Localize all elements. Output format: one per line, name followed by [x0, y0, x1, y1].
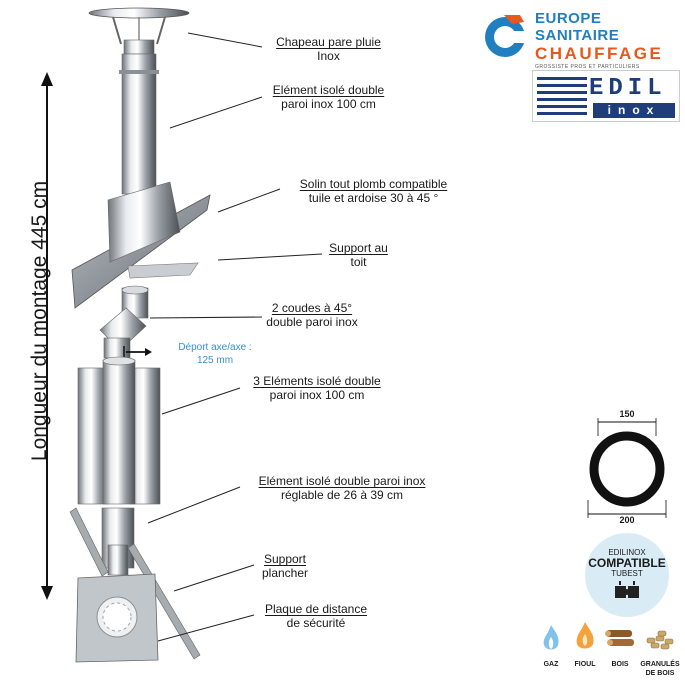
section-diagram: [587, 418, 667, 518]
fuel-label-granules: GRANULÉS DE BOIS: [640, 661, 680, 677]
edil-text: EDIL: [589, 75, 667, 102]
leader-lines: [147, 32, 323, 642]
label-reglable: Elément isolé double paroi inox réglable…: [258, 474, 426, 502]
label-element-100: Elément isolé double paroi inox 100 cm: [272, 83, 385, 111]
rain-cap: [88, 7, 190, 55]
label-3-elements: 3 Eléments isolé double paroi inox 100 c…: [253, 374, 381, 402]
elbows: [99, 285, 149, 359]
safety-plate: [75, 573, 159, 663]
puzzle-icon: [615, 581, 639, 598]
label-support-plancher: Support plancher: [261, 552, 309, 580]
deport-label: Déport axe/axe : 125 mm: [178, 342, 252, 366]
fuel-label-fioul: FIOUL: [574, 661, 596, 668]
compatibility-badge: EDILINOX COMPATIBLE TUBEST: [585, 533, 669, 617]
label-plaque: Plaque de distance de sécurité: [264, 602, 368, 630]
gas-flame-icon: [543, 625, 559, 650]
roof-flashing: [71, 181, 211, 309]
brand-logo-icon: [485, 15, 527, 57]
wood-logs-icon: [605, 630, 634, 646]
length-arrow: [41, 72, 53, 600]
fioul-drop-icon: [576, 622, 594, 649]
floor-support: [69, 507, 201, 660]
mounting-length-label: Longueur du montage 445 cm: [28, 180, 51, 462]
fuel-label-bois: BOIS: [611, 661, 629, 668]
label-support-toit: Support au toit: [329, 241, 388, 269]
label-chapeau: Chapeau pare pluie Inox: [276, 35, 381, 63]
fuel-label-gaz: GAZ: [543, 661, 559, 668]
edil-logo: EDIL inox: [532, 70, 680, 122]
label-solin: Solin tout plomb compatible tuile et ard…: [299, 177, 448, 205]
brand-name: EUROPE SANITAIRE CHAUFFAGE GROSSISTE PRO…: [535, 10, 664, 70]
dimension-inner: 150: [619, 409, 635, 419]
pellets-icon: [646, 630, 674, 650]
dimension-outer: 200: [619, 515, 635, 525]
edil-stripes-icon: [537, 77, 587, 115]
label-coudes: 2 coudes à 45° double paroi inox: [266, 301, 358, 329]
inox-text: inox: [593, 103, 675, 118]
pipe-bundle: [77, 356, 161, 505]
